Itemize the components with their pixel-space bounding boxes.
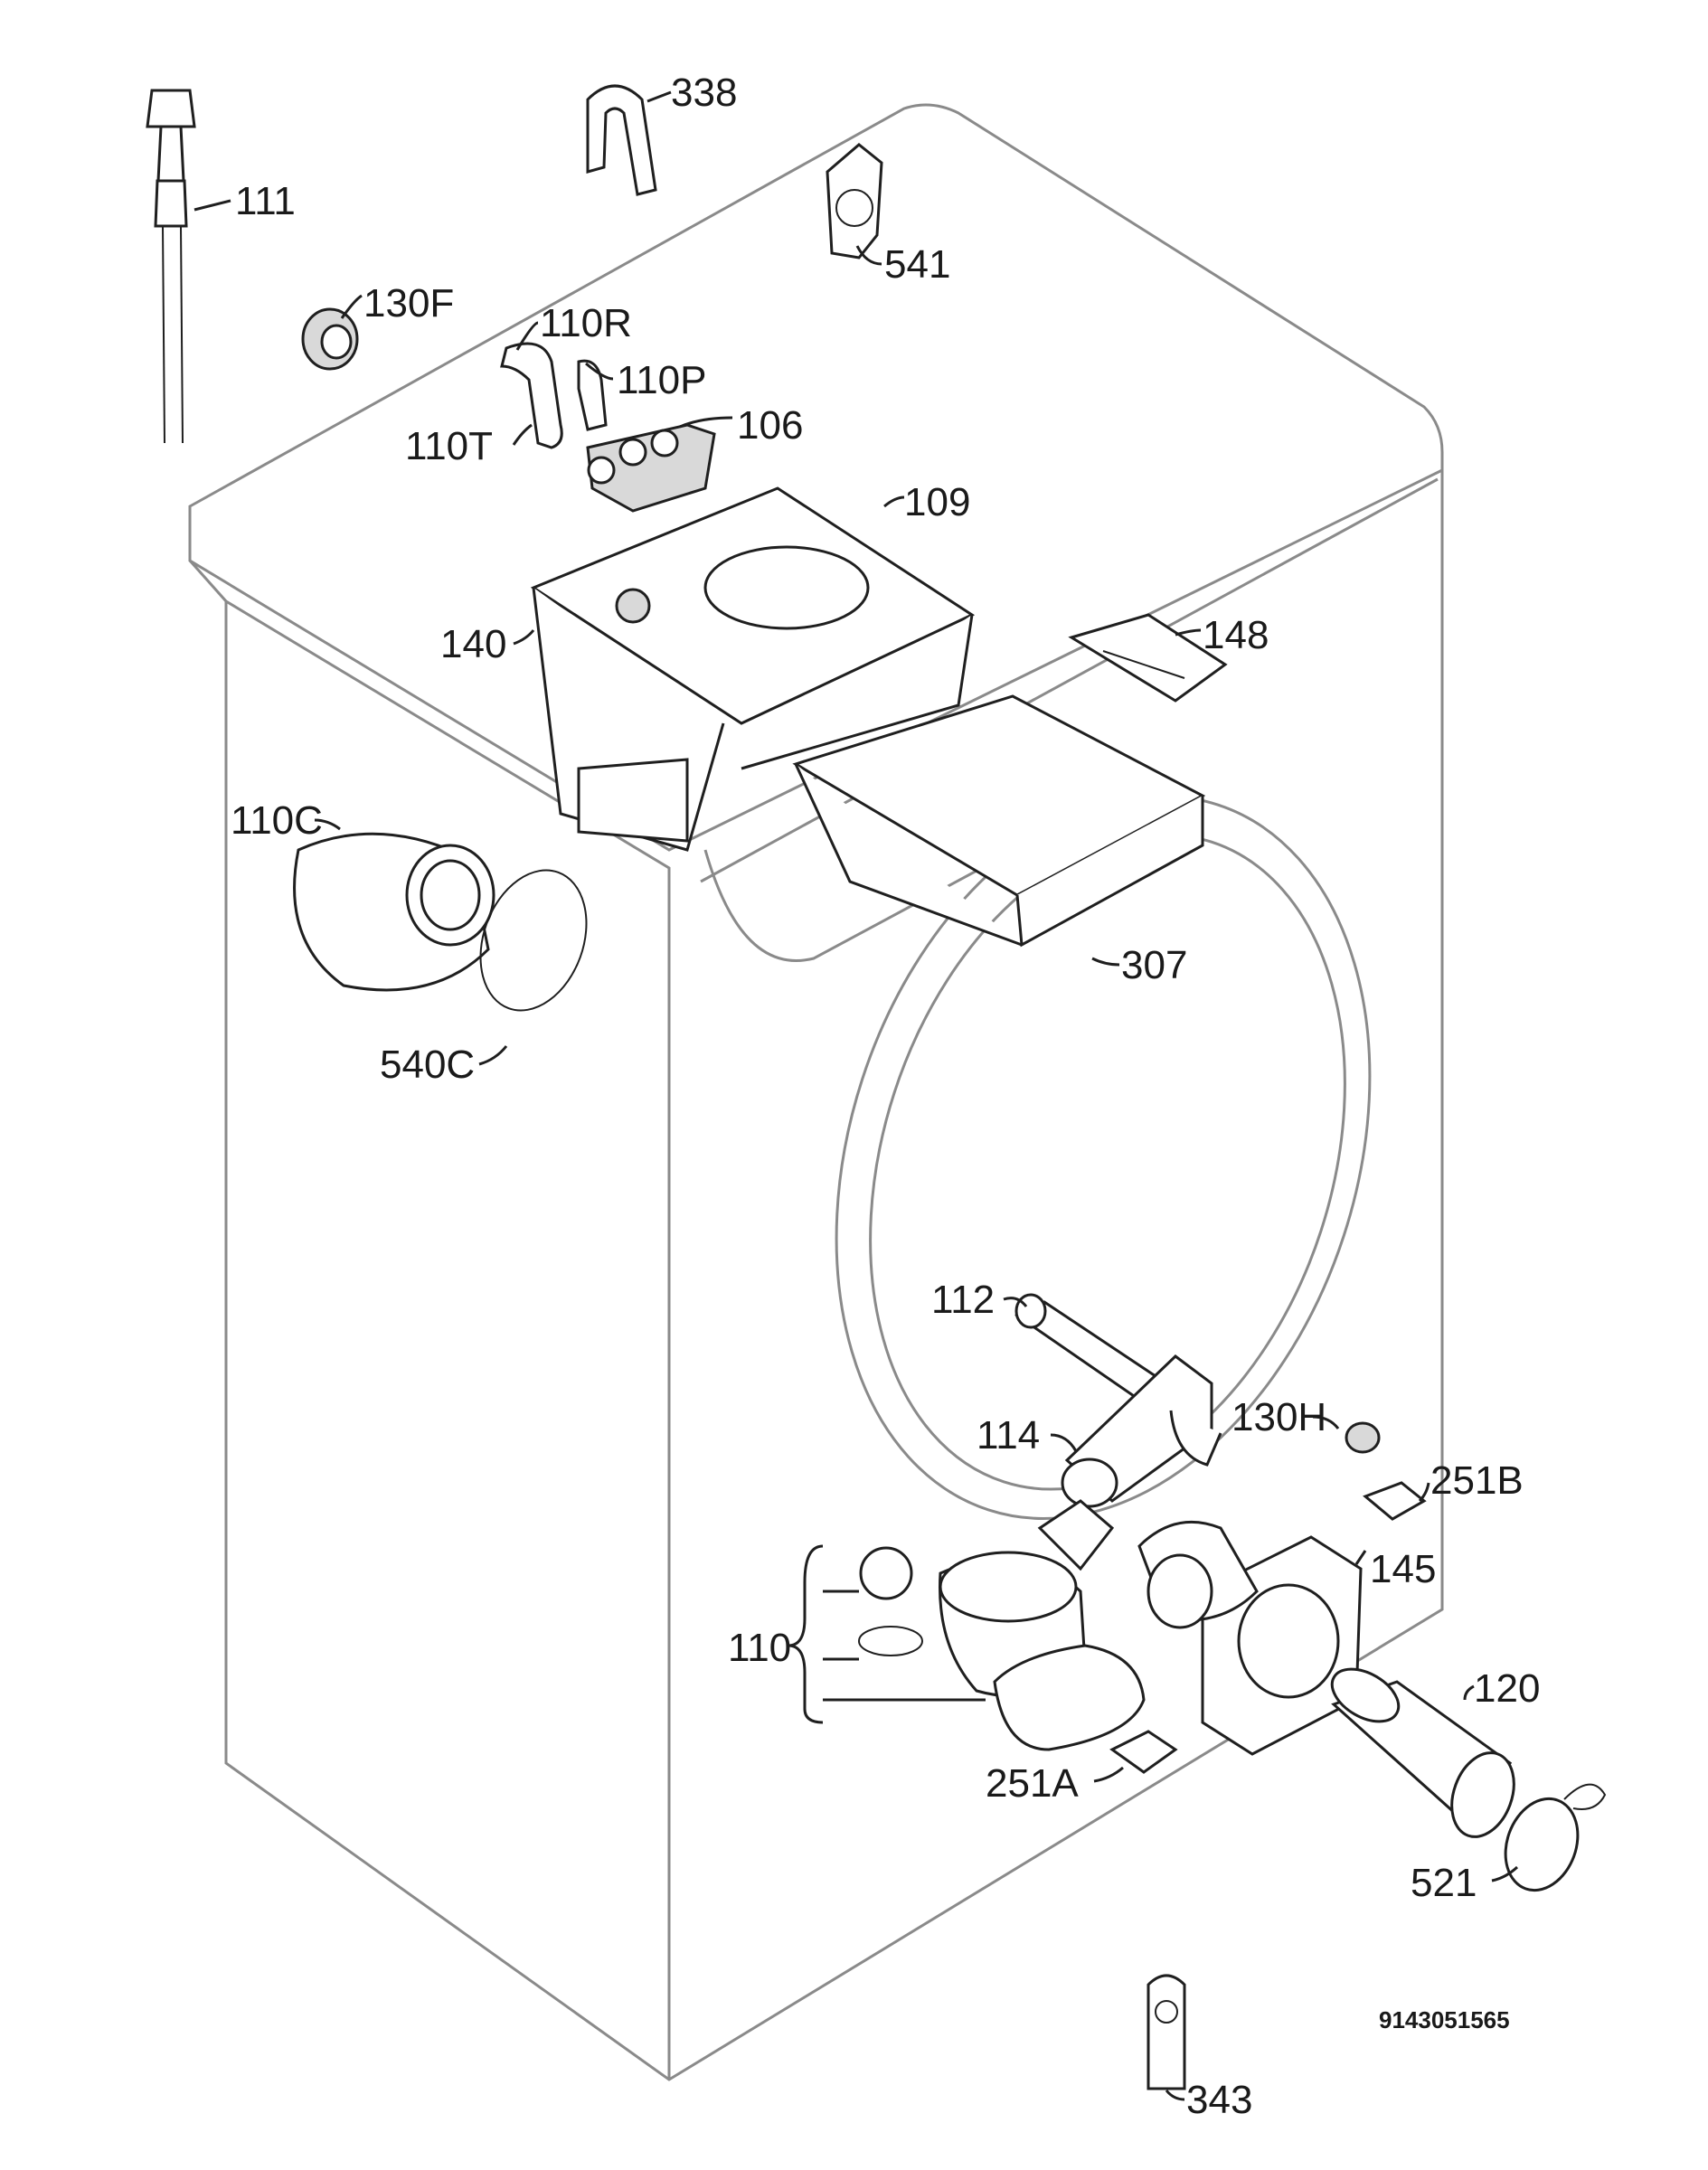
drawing-code: 9143051565 xyxy=(1379,2006,1510,2033)
part-labels: 111 338 541 130F 110R 110P 110T 106 109 … xyxy=(231,71,1540,2122)
drawer-307 xyxy=(792,694,1206,948)
label-251B: 251B xyxy=(1430,1458,1524,1503)
label-541: 541 xyxy=(884,242,950,287)
latch-541 xyxy=(826,143,883,259)
label-120: 120 xyxy=(1474,1666,1540,1711)
cabinet-outline xyxy=(188,103,1444,2081)
foot-130F xyxy=(301,307,359,371)
hoses-110R-110P-110T xyxy=(500,342,608,449)
label-130F: 130F xyxy=(363,281,454,326)
pump-housing-145 xyxy=(1137,1520,1363,1756)
clip-251B xyxy=(1363,1481,1427,1521)
label-110C: 110C xyxy=(231,798,323,843)
valve-106 xyxy=(586,423,716,513)
label-338: 338 xyxy=(671,71,737,115)
cap-521 xyxy=(1504,1783,1607,1892)
label-148: 148 xyxy=(1203,613,1269,657)
inlet-hose-111 xyxy=(146,89,196,444)
foot-130H xyxy=(1345,1421,1381,1454)
lever-148 xyxy=(1068,613,1228,703)
clip-251A xyxy=(1109,1730,1178,1774)
label-251A: 251A xyxy=(986,1761,1079,1806)
label-540C: 540C xyxy=(380,1043,475,1087)
label-110: 110 xyxy=(728,1626,791,1670)
clamp-540C xyxy=(479,869,588,1012)
label-111: 111 xyxy=(235,179,296,223)
label-114: 114 xyxy=(977,1413,1040,1458)
ball-and-ring xyxy=(858,1546,923,1656)
label-130H: 130H xyxy=(1231,1395,1326,1439)
hose-bracket-338 xyxy=(586,84,657,196)
leader-lines xyxy=(193,90,1519,2101)
label-521: 521 xyxy=(1411,1861,1477,1905)
pipe-114 xyxy=(1061,1354,1222,1508)
label-110R: 110R xyxy=(540,301,632,345)
filter-120 xyxy=(1330,1667,1515,1838)
sump-110 xyxy=(939,1499,1146,1751)
dispenser-housing-140-109 xyxy=(530,486,976,852)
label-343: 343 xyxy=(1186,2078,1252,2122)
bracket-343 xyxy=(1147,1974,1186,2090)
label-145: 145 xyxy=(1370,1547,1436,1591)
label-110T: 110T xyxy=(405,424,493,468)
label-106: 106 xyxy=(737,403,803,448)
label-140: 140 xyxy=(440,622,506,666)
label-109: 109 xyxy=(904,480,970,524)
label-307: 307 xyxy=(1121,943,1187,987)
bellows-110C xyxy=(293,832,495,992)
label-110P: 110P xyxy=(617,358,707,402)
label-112: 112 xyxy=(931,1278,995,1322)
